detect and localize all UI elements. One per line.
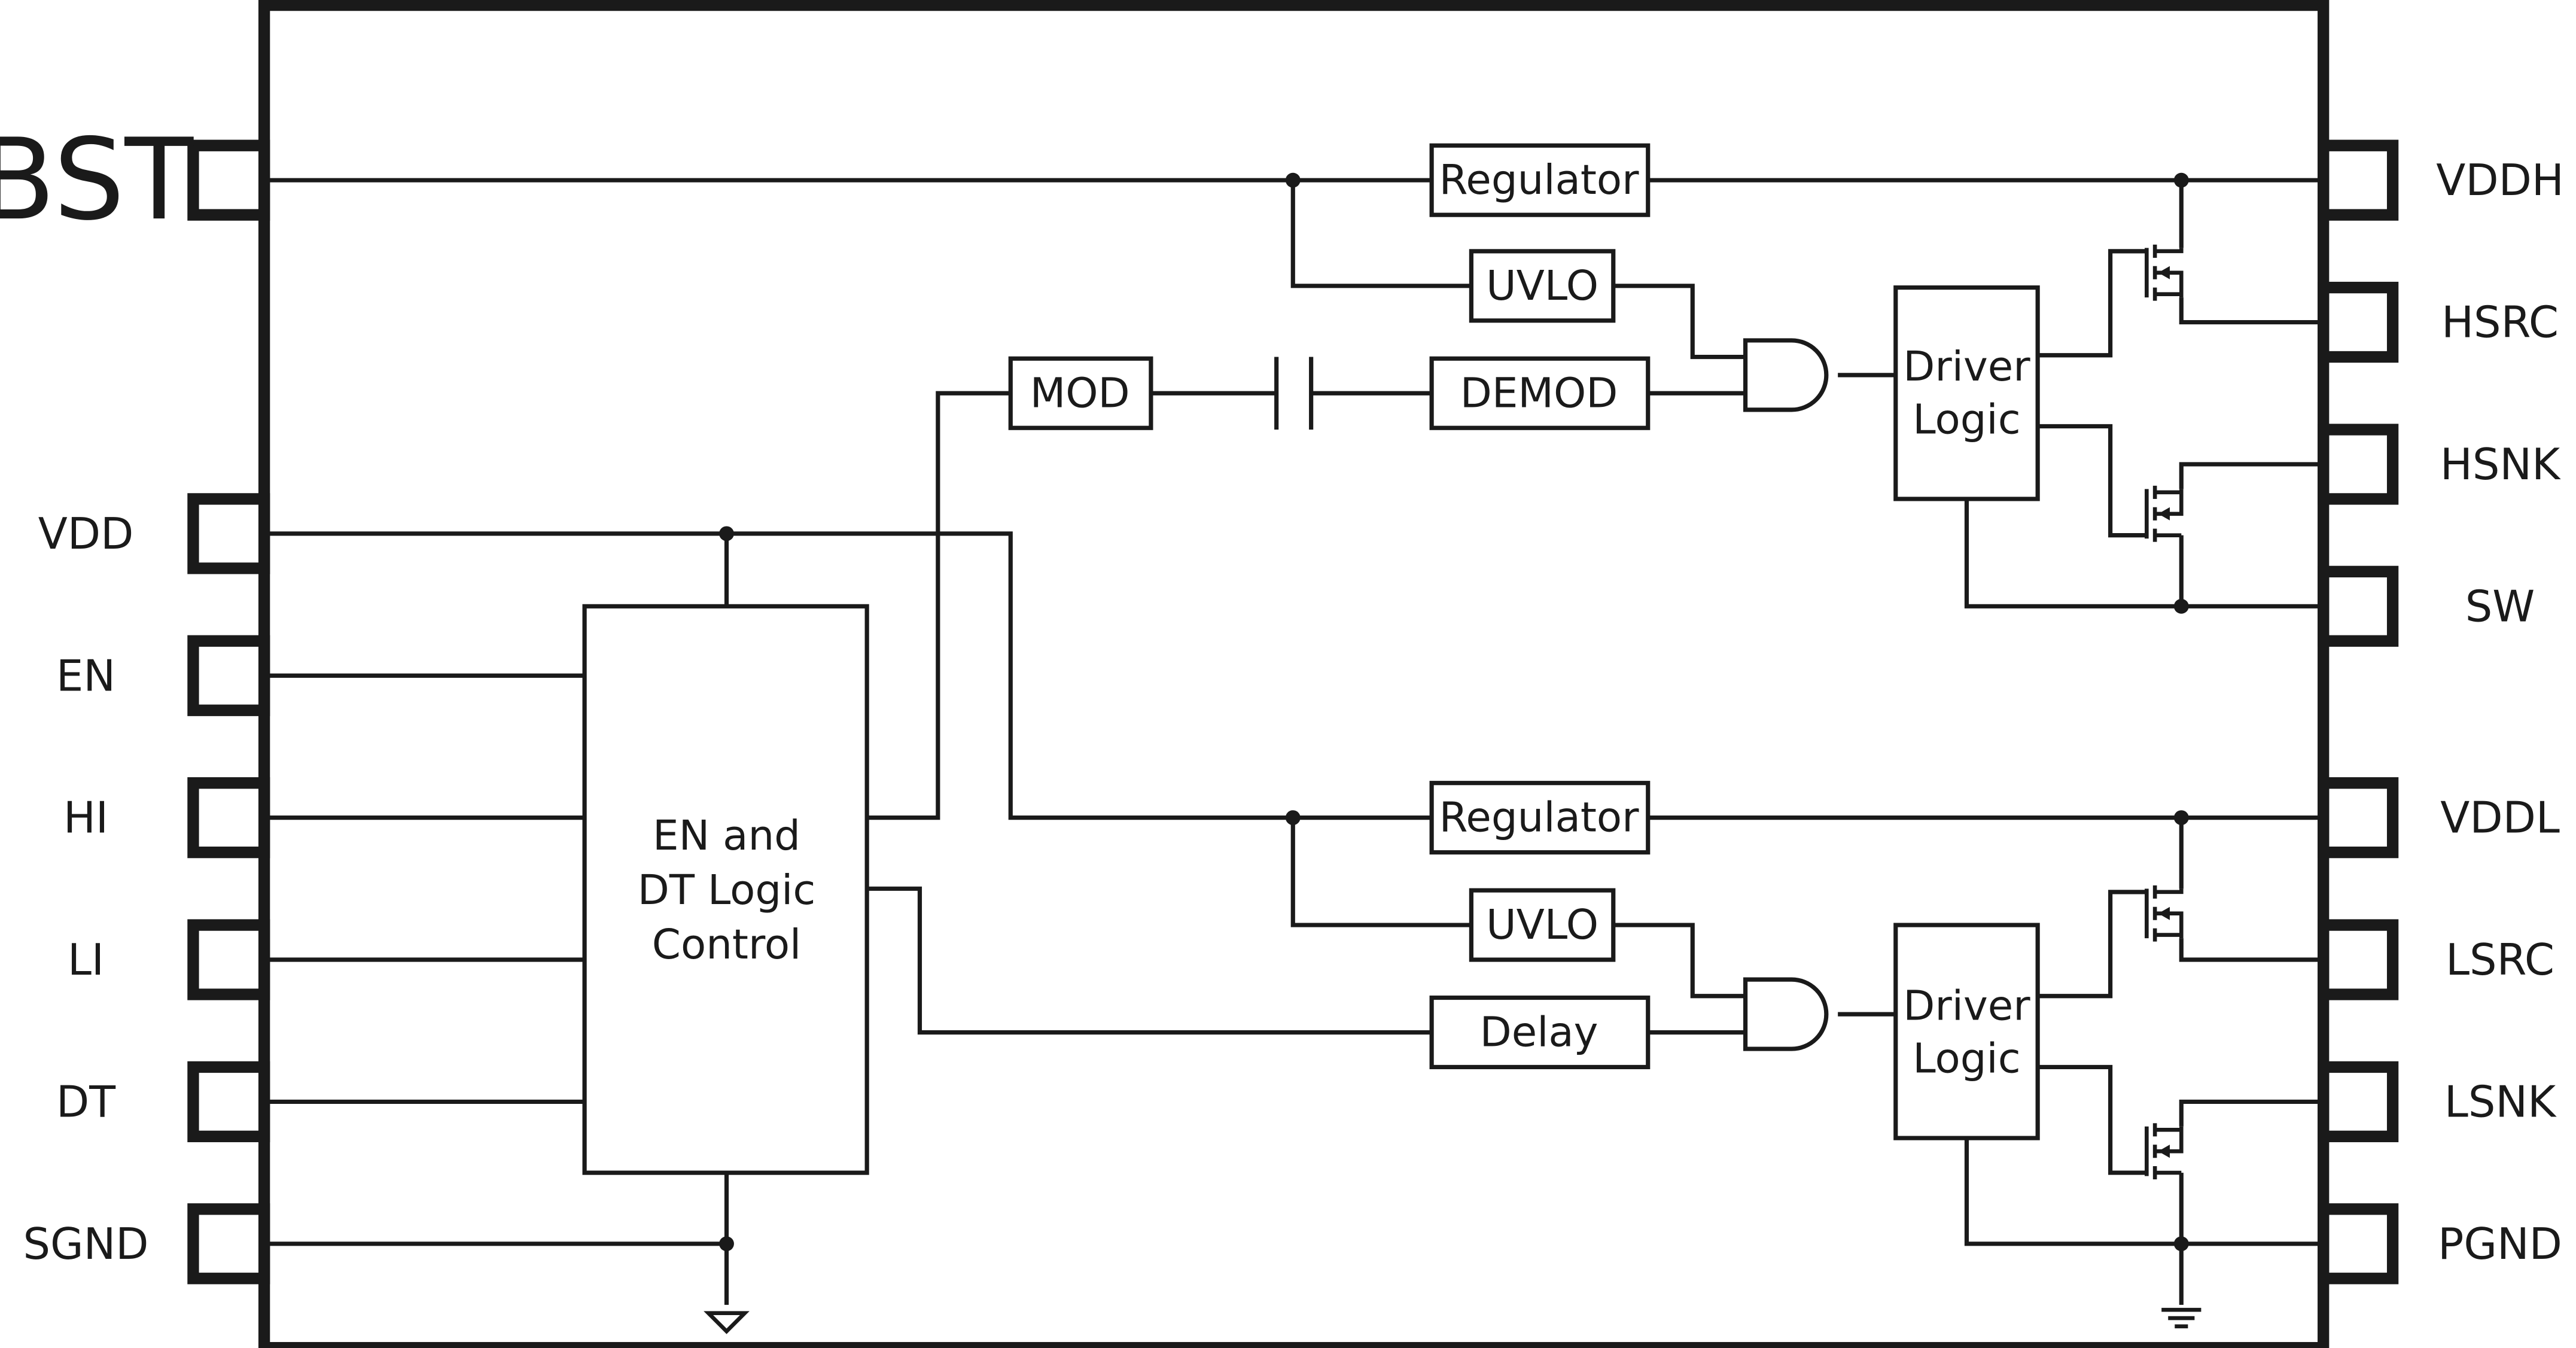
junction-dot	[2173, 598, 2189, 614]
svg-text:Regulator: Regulator	[1439, 156, 1640, 204]
pin-label-dt: DT	[56, 1076, 116, 1127]
junction-dot	[2173, 810, 2189, 826]
right-pin-sw: SW	[2318, 565, 2535, 647]
wire-driver-hsnk-gate	[2038, 424, 2147, 538]
wire-driver-pgnd	[1964, 1138, 2324, 1246]
junction-dot	[719, 526, 734, 541]
left-pin-li: LI	[68, 919, 270, 1000]
svg-text:Driver: Driver	[1903, 343, 2030, 391]
wire-bst-uvlo	[1290, 180, 1472, 288]
left-pin-bst: BST	[0, 115, 270, 245]
block-uvlo-high: UVLO	[1469, 249, 1616, 323]
wire-lsnkfet-lsnk	[2179, 1099, 2324, 1127]
svg-text:Delay: Delay	[1480, 1008, 1598, 1056]
pin-label-lsrc: LSRC	[2446, 935, 2554, 985]
wire-ctrl-mod	[867, 391, 1011, 820]
pin-label-hsrc: HSRC	[2441, 297, 2559, 348]
mosfet-high-sink-icon	[2145, 485, 2184, 542]
block-delay: Delay	[1429, 995, 1651, 1070]
block-regulator-low: Regulator	[1429, 781, 1651, 855]
right-pin-lsnk: LSNK	[2318, 1061, 2557, 1143]
pin-label-en: EN	[56, 650, 115, 701]
mosfet-low-sink-icon	[2145, 1123, 2184, 1180]
wire-lsfet-lsrc	[2179, 938, 2324, 962]
right-pin-vddh: VDDH	[2318, 139, 2564, 221]
mosfet-low-source-icon	[2145, 885, 2184, 942]
junction-dot	[1285, 172, 1301, 188]
junction-dot	[1285, 810, 1301, 826]
svg-text:MOD: MOD	[1030, 369, 1130, 417]
wire-driver-lsrc-gate	[2038, 890, 2147, 999]
pin-label-sgnd: SGND	[23, 1219, 148, 1269]
pin-label-hsnk: HSNK	[2440, 439, 2561, 489]
right-pin-vddl: VDDL	[2318, 777, 2560, 859]
svg-text:DEMOD: DEMOD	[1460, 369, 1618, 417]
junction-dot	[2173, 172, 2189, 188]
block-driver-logic-low: Driver Logic	[1893, 923, 2040, 1140]
left-pin-hi: HI	[63, 777, 270, 859]
wire-driver-hsrc-gate	[2038, 249, 2147, 358]
left-pin-vdd: VDD	[38, 493, 270, 574]
wire-hsnkfet-hsnk	[2179, 462, 2324, 489]
pin-label-vdd: VDD	[38, 509, 134, 559]
wire-ctrl-delay	[867, 886, 1432, 1035]
svg-text:Logic: Logic	[1913, 395, 2020, 443]
junction-dots	[719, 172, 2189, 1252]
junction-dot	[2173, 1236, 2189, 1252]
mosfet-high-source-icon	[2145, 244, 2184, 301]
left-pin-dt: DT	[56, 1061, 270, 1143]
right-pin-pgnd: PGND	[2318, 1203, 2562, 1285]
svg-text:Regulator: Regulator	[1439, 794, 1640, 842]
and-gate-low-icon	[1743, 977, 1829, 1051]
pin-label-vddl: VDDL	[2440, 793, 2560, 843]
svg-text:Logic: Logic	[1913, 1035, 2020, 1083]
and-gate-high-icon	[1743, 338, 1829, 412]
pin-label-vddh: VDDH	[2436, 155, 2564, 205]
left-pin-en: EN	[56, 635, 270, 716]
svg-text:UVLO: UVLO	[1486, 262, 1598, 310]
block-regulator-high: Regulator	[1429, 143, 1651, 217]
svg-text:DT Logic: DT Logic	[638, 866, 816, 914]
block-driver-logic-high: Driver Logic	[1893, 285, 2040, 501]
pin-label-bst: BST	[0, 115, 194, 245]
junction-dot	[719, 1236, 734, 1252]
right-pin-hsnk: HSNK	[2318, 424, 2561, 505]
svg-text:EN and: EN and	[653, 812, 800, 860]
wire-uvlo-and-high	[1613, 284, 1746, 360]
svg-text:Control: Control	[652, 921, 801, 969]
svg-text:UVLO: UVLO	[1486, 901, 1598, 949]
block-demod: DEMOD	[1429, 356, 1651, 430]
right-pin-lsrc: LSRC	[2318, 919, 2554, 1000]
block-mod: MOD	[1008, 356, 1153, 430]
wire-vdd	[264, 531, 1432, 820]
wire-driver-lsnk-gate	[2038, 1064, 2147, 1175]
wire-driver-sw	[1964, 498, 2324, 608]
signal-ground-icon	[704, 1311, 750, 1334]
pin-label-hi: HI	[63, 793, 108, 843]
right-pin-hsrc: HSRC	[2318, 281, 2559, 363]
pin-label-sw: SW	[2465, 581, 2535, 631]
pin-label-pgnd: PGND	[2438, 1219, 2562, 1269]
block-en-dt-logic-control: EN and DT Logic Control	[582, 604, 869, 1175]
power-ground-icon	[2161, 1307, 2202, 1329]
wire-vdd-uvlo-low	[1290, 817, 1472, 927]
pin-label-li: LI	[68, 935, 104, 985]
svg-text:Driver: Driver	[1903, 982, 2030, 1030]
wire-uvlo-and-low	[1613, 923, 1746, 999]
wire-hsfet-hsrc	[2179, 297, 2324, 325]
left-pin-sgnd: SGND	[23, 1203, 270, 1285]
pin-label-lsnk: LSNK	[2444, 1076, 2557, 1127]
isolation-capacitor-icon	[1274, 357, 1314, 430]
block-uvlo-low: UVLO	[1469, 888, 1616, 962]
